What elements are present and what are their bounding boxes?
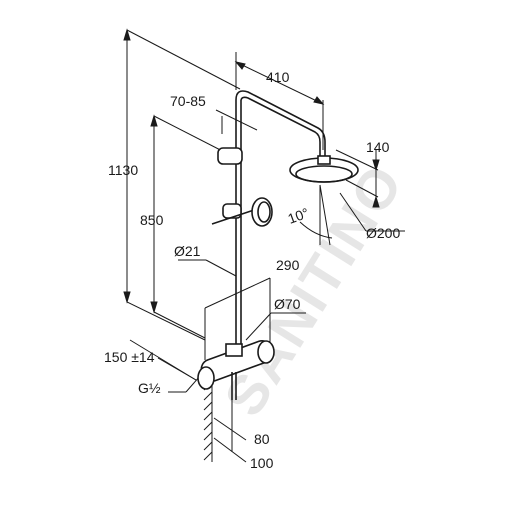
label-slide-range: 70-85 [170, 93, 206, 109]
label-slide-bar-height: 850 [140, 212, 164, 228]
wall-hatching [203, 381, 213, 461]
label-connection-spacing: 150 ±14 [104, 349, 155, 365]
ext-line-1130-bottom [126, 301, 206, 341]
arrow-140-top [372, 159, 380, 172]
arrow-1130-bottom [123, 291, 131, 304]
label-wall-to-mixer: 100 [250, 455, 274, 471]
angle-tilt-line [319, 184, 331, 246]
arrow-1130-top [123, 28, 131, 41]
mixer-left-handle [197, 366, 215, 390]
label-handshower-diameter: Ø70 [274, 296, 301, 312]
ext-line-140-bottom [345, 179, 379, 198]
label-thread: G½ [138, 380, 161, 396]
ext-line-140-top [335, 149, 379, 171]
label-head-drop: 140 [366, 139, 390, 155]
hand-shower-head [251, 197, 273, 227]
label-wall-to-pipe: 80 [254, 431, 270, 447]
mixer-right-handle [257, 340, 275, 364]
arrow-850-top [150, 114, 158, 127]
arrow-140-bottom [372, 195, 380, 208]
head-shower-face [295, 165, 353, 183]
arrow-410-left [234, 61, 246, 70]
label-wall-offset: 290 [276, 257, 300, 273]
leader-70 [245, 312, 272, 341]
hand-shower-face [257, 201, 271, 223]
arrow-850-bottom [150, 301, 158, 314]
label-arm-length: 410 [266, 69, 290, 85]
dim-line-410 [235, 61, 324, 105]
label-pipe-diameter: Ø21 [174, 243, 201, 259]
overhead-arm-edge [240, 96, 321, 158]
leader-21 [205, 259, 237, 277]
overhead-arm [235, 90, 326, 158]
leader-200 [339, 192, 367, 232]
ext-line-850-bottom [153, 311, 206, 339]
ext-line-1130-top [126, 29, 241, 90]
ext-line-150 [157, 357, 197, 381]
head-shower-joint [317, 155, 331, 165]
dim-line-290 [204, 277, 271, 309]
shower-assembly [197, 90, 359, 400]
watermark-text: SANITINO [212, 153, 416, 427]
angle-arc [299, 221, 333, 239]
hand-shower-handle [211, 209, 255, 225]
label-overall-height: 1130 [108, 162, 138, 178]
label-tilt-angle: 10° [286, 205, 311, 227]
label-head-diameter: Ø200 [366, 225, 400, 241]
drawing-lines [123, 28, 405, 463]
dim-line-100 [213, 437, 247, 463]
dim-line-80 [213, 417, 247, 441]
arrow-410-right [313, 96, 325, 105]
slider-holder-upper [217, 147, 243, 165]
mixer-connector [225, 343, 243, 357]
